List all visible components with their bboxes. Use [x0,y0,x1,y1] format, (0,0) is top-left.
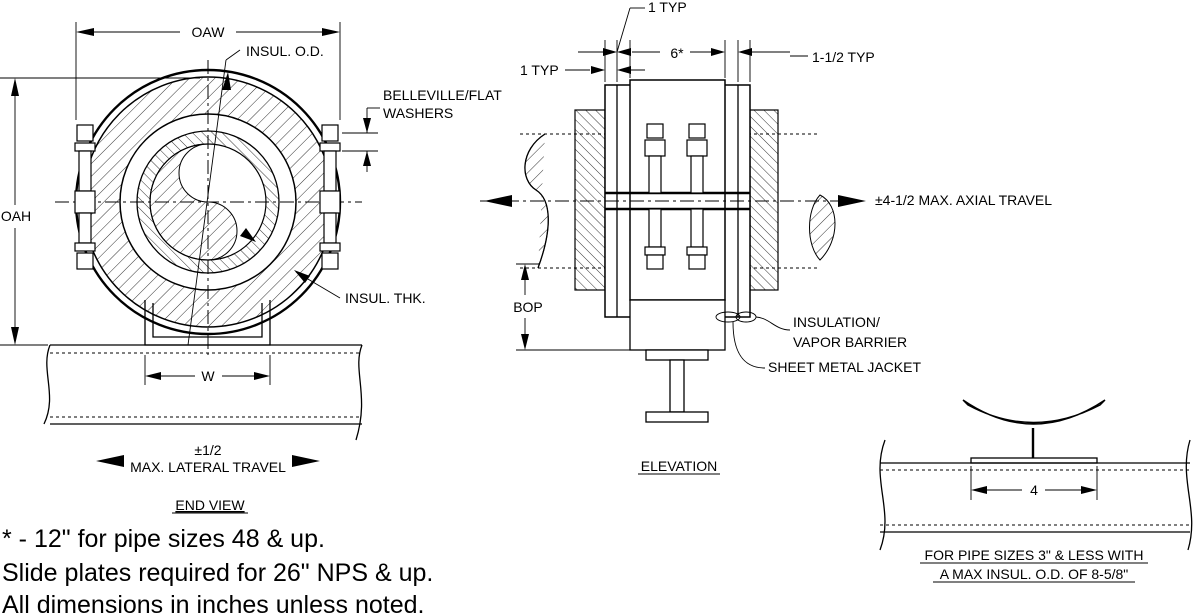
w-dimension: W [144,355,271,385]
elevation-view: 6* 1-1/2 TYP 1 TYP 1 TYP ±4-1/2 MAX. AXI… [480,0,1052,475]
bop-dimension: BOP [513,263,640,351]
one-half-typ-label: 1-1/2 TYP [812,49,875,65]
belleville-label-line2: WASHERS [383,105,453,121]
w-label: W [201,368,215,384]
end-view: OAW OAH INSUL. O.D. BELLE [0,22,502,514]
general-notes: * - 12" for pipe sizes 48 & up. Slide pl… [2,525,433,616]
insulation-block-left [574,109,606,291]
jacket-label: SHEET METAL JACKET [768,359,921,375]
note-1: * - 12" for pipe sizes 48 & up. [2,525,325,553]
bop-label: BOP [513,299,543,315]
detail-caption-line1: FOR PIPE SIZES 3" & LESS WITH [925,547,1144,563]
axial-travel: ±4-1/2 MAX. AXIAL TRAVEL [484,192,1052,208]
insulation-label-line1: INSULATION/ [793,314,880,330]
insul-od-label: INSUL. O.D. [246,43,324,59]
elevation-top-dimensions: 6* 1-1/2 TYP 1 TYP 1 TYP [520,0,875,82]
note-3: All dimensions in inches unless noted. [2,591,424,616]
insulation-label-line2: VAPOR BARRIER [793,334,907,350]
clamp-bolt-left [74,124,96,270]
end-view-title: END VIEW [175,497,245,513]
detail-caption-line2: A MAX INSUL. O.D. OF 8-5/8" [940,566,1129,582]
six-label: 6* [670,45,684,61]
elevation-title: ELEVATION [641,458,718,474]
insul-thk-callout: INSUL. THK. [294,270,426,306]
elevation-bolts [644,123,708,270]
one-typ-left-label: 1 TYP [520,62,559,78]
lateral-value: ±1/2 [194,442,221,458]
oaw-dimension: OAW [75,22,341,120]
i-beam-support [645,349,709,423]
pipe-arrow [240,228,256,242]
axial-travel-label: ±4-1/2 MAX. AXIAL TRAVEL [875,192,1052,208]
pipe-break-right [809,194,836,261]
belleville-callout: BELLEVILLE/FLAT WASHERS [342,87,502,172]
small-pipe-detail: 4 FOR PIPE SIZES 3" & LESS WITH A MAX IN… [879,399,1193,583]
insul-od-callout: INSUL. O.D. [187,43,324,346]
end-view-beam [43,344,363,441]
oaw-label: OAW [192,24,226,40]
note-2: Slide plates required for 26" NPS & up. [2,559,433,587]
clamp-bolt-right [319,124,341,270]
oah-label: OAH [1,208,31,224]
detail-dim-label: 4 [1030,482,1038,498]
slide-plate [629,299,726,351]
detail-saddle [962,399,1106,425]
one-typ-top-label: 1 TYP [648,0,687,15]
oah-dimension: OAH [0,77,200,346]
insul-thk-label: INSUL. THK. [345,290,426,306]
insulation-block-right [749,109,779,291]
lateral-text: MAX. LATERAL TRAVEL [130,459,286,475]
clamp-inner [629,79,726,301]
lateral-travel: ±1/2 MAX. LATERAL TRAVEL [96,442,320,475]
insulation-callout: INSULATION/ VAPOR BARRIER SHEET METAL JA… [715,311,921,375]
belleville-label-line1: BELLEVILLE/FLAT [383,87,502,103]
